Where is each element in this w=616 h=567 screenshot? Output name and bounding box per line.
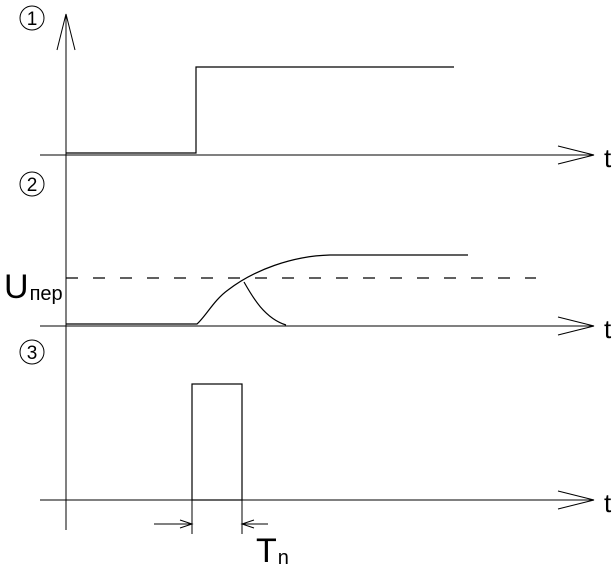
vertical-axis xyxy=(56,13,76,530)
pulse-width-label-sub: n xyxy=(278,547,289,567)
panel-2-number: 2 xyxy=(27,175,38,196)
response-curve xyxy=(66,254,468,325)
panel-3: 3 t Tn xyxy=(19,339,612,567)
panel-2-time-axis xyxy=(40,316,595,336)
panel-2-axis-label: t xyxy=(604,314,612,344)
panel-1: 1 t xyxy=(19,5,612,173)
threshold-label-sub: пер xyxy=(30,283,63,305)
panel-3-axis-label: t xyxy=(604,488,612,518)
panel-1-number-badge: 1 xyxy=(19,5,45,31)
panel-2: 2 t Uпер xyxy=(4,171,612,344)
panel-1-time-axis xyxy=(40,145,595,165)
pulse-width-label: Tn xyxy=(256,532,289,567)
panel-3-number: 3 xyxy=(27,343,38,364)
step-signal xyxy=(66,66,454,154)
decay-branch-curve xyxy=(243,281,287,326)
output-pulse xyxy=(191,383,243,501)
panel-3-time-axis xyxy=(40,490,595,510)
panel-1-axis-label: t xyxy=(604,143,612,173)
panel-3-number-badge: 3 xyxy=(19,339,45,365)
panel-2-number-badge: 2 xyxy=(19,171,45,197)
threshold-label-main: U xyxy=(4,268,29,306)
panel-1-number: 1 xyxy=(27,9,38,30)
pulse-width-label-main: T xyxy=(256,532,277,567)
pulse-width-dimension xyxy=(154,500,268,534)
threshold-label: Uпер xyxy=(4,268,63,306)
